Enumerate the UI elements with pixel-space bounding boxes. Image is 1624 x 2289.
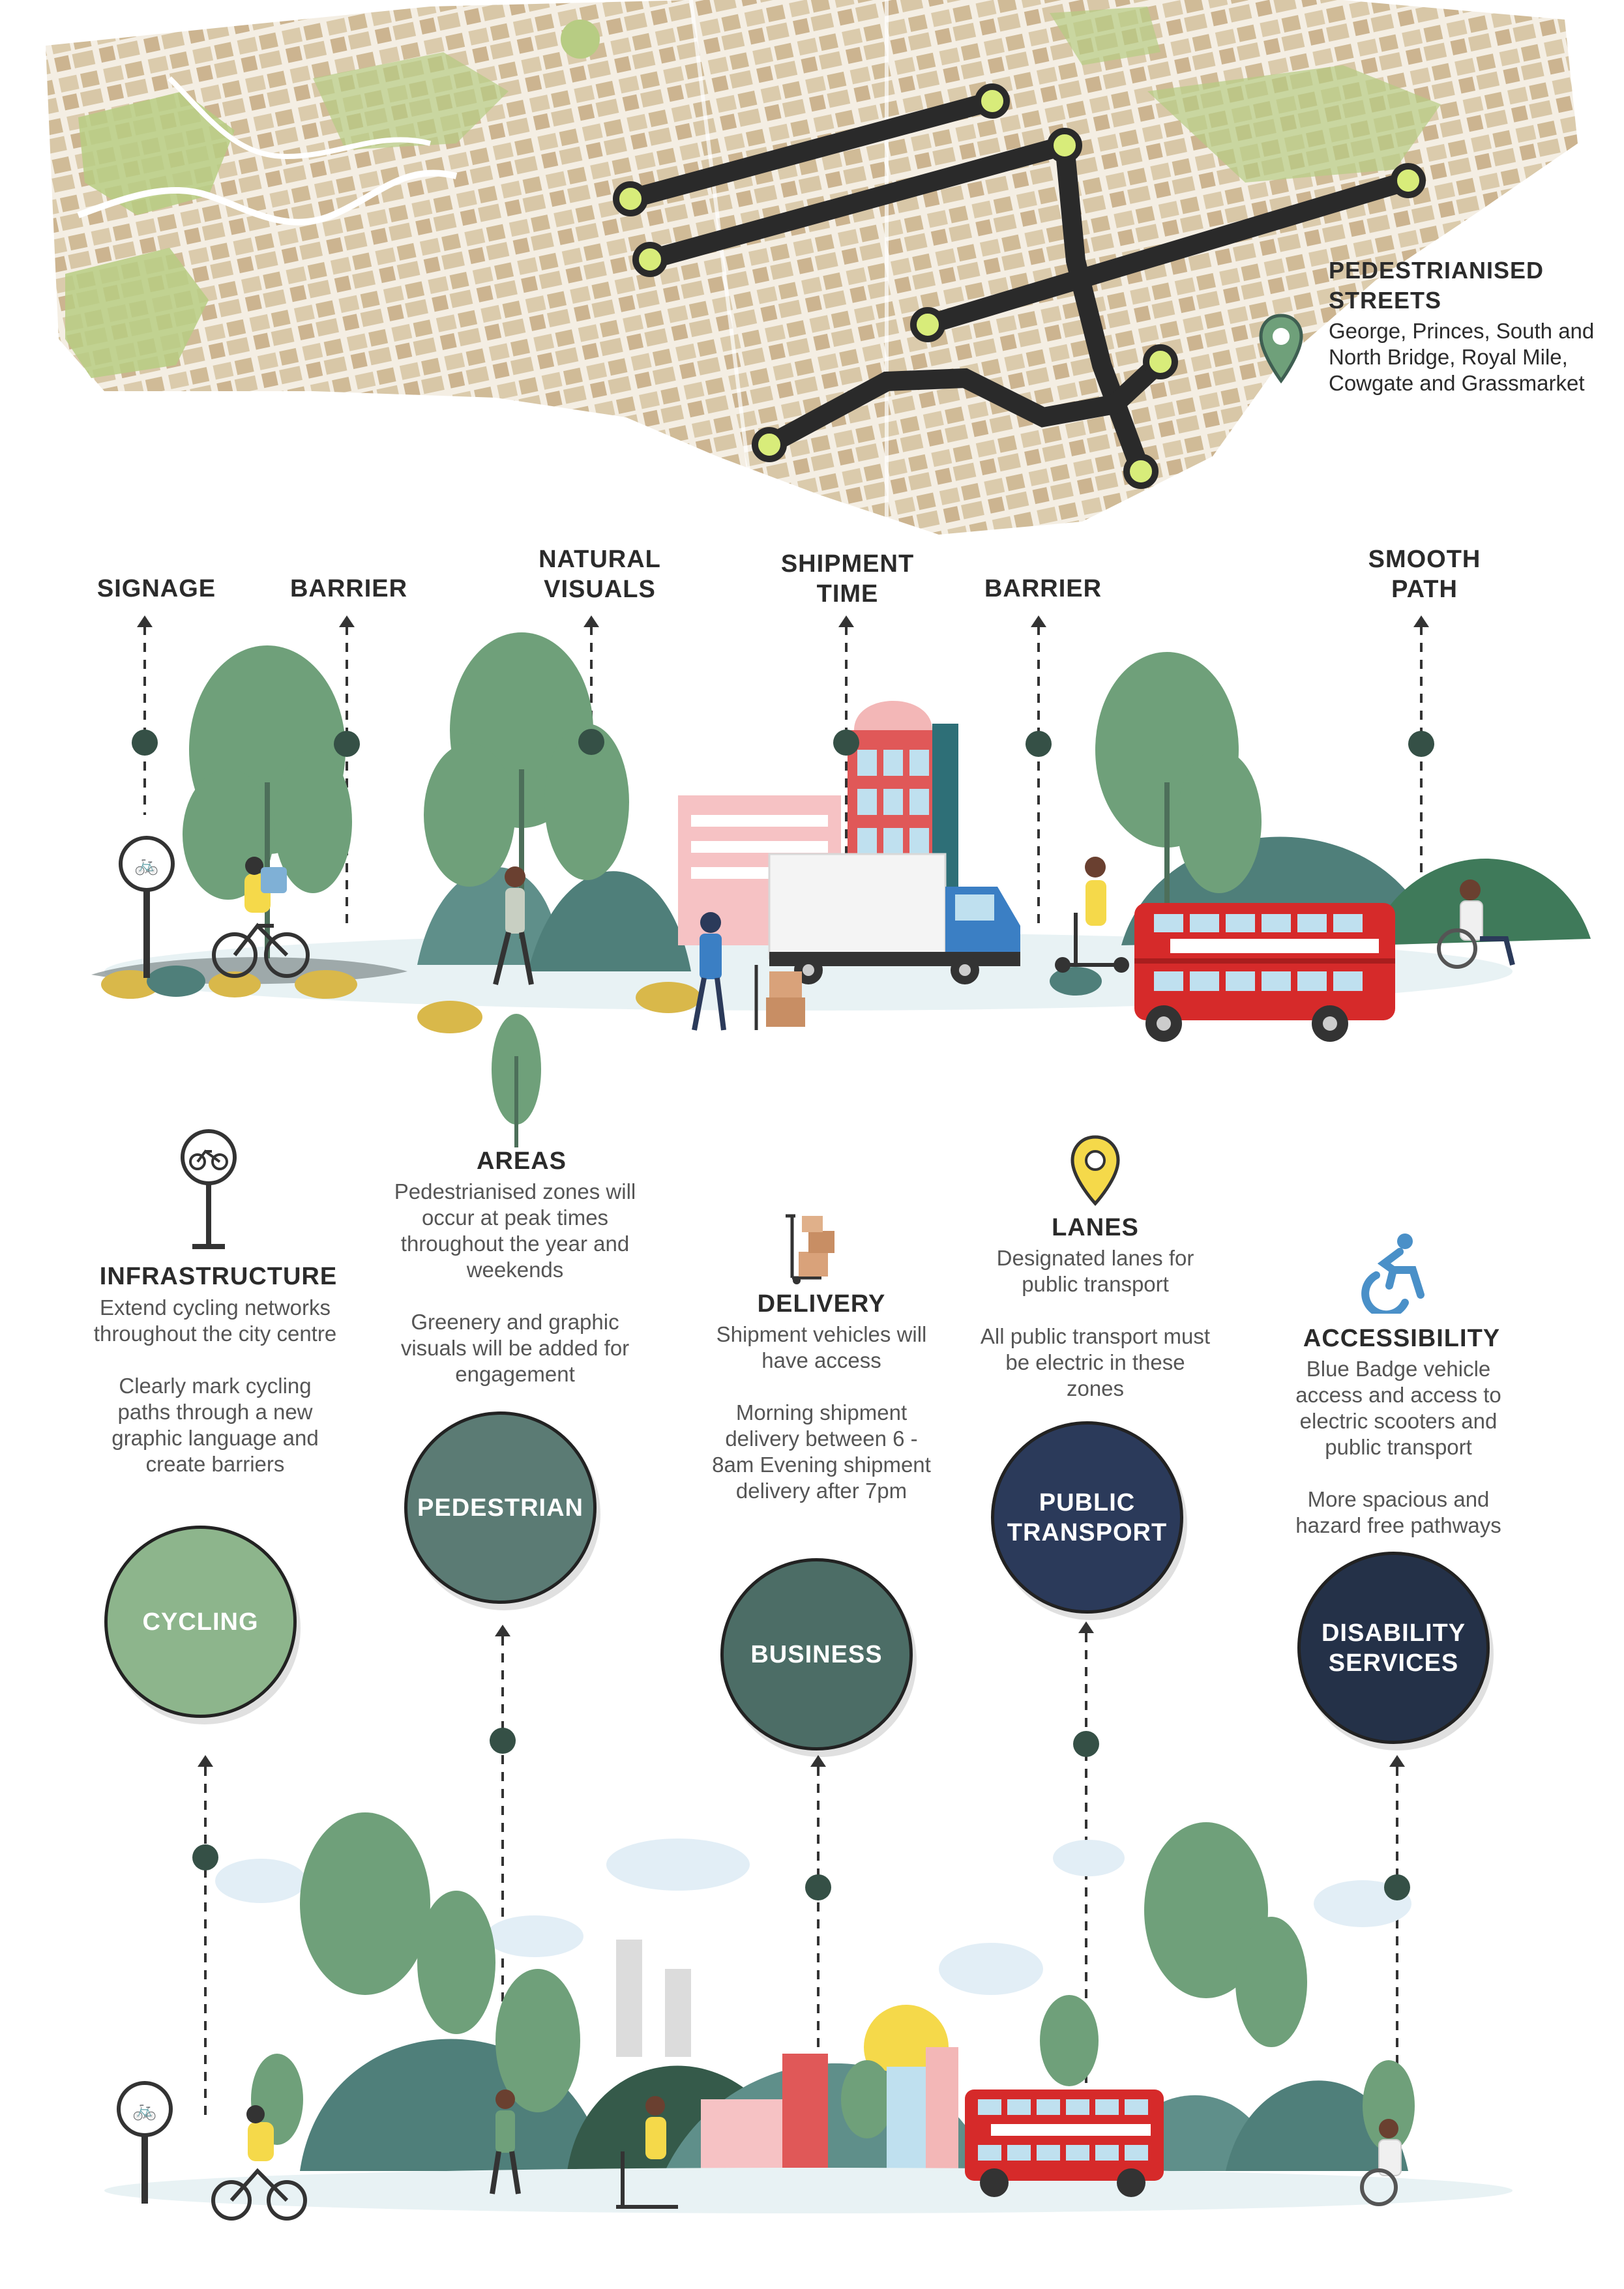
map-pin-icon: [1258, 313, 1304, 385]
label-barrier-1: BARRIER: [289, 575, 408, 602]
business-circle-label: BUSINESS: [750, 1640, 883, 1668]
delivery-text-2: Morning shipment delivery between 6 - 8a…: [712, 1400, 931, 1503]
top-dots: [132, 729, 1434, 757]
legend-title: PEDESTRIANISED STREETS: [1329, 256, 1544, 316]
infrastructure-text-1: Extend cycling networks throughout the c…: [93, 1295, 337, 1346]
public-transport-line1: PUBLIC: [1039, 1488, 1136, 1516]
legend-text: George, Princes, South and North Bridge,…: [1329, 319, 1595, 395]
label-smooth-path: SMOOTH PATH: [1350, 544, 1499, 604]
delivery-truck: [768, 853, 1020, 984]
cycling-circle-label: CYCLING: [142, 1608, 259, 1636]
wheelchair-user: [1437, 879, 1515, 969]
areas-text-2: Greenery and graphic visuals will be add…: [400, 1310, 630, 1386]
areas-text: Pedestrianised zones will occur at peak …: [391, 1179, 639, 1413]
legend-title-line2: STREETS: [1329, 287, 1442, 314]
label-signage: SIGNAGE: [96, 575, 216, 602]
areas-text-1: Pedestrianised zones will occur at peak …: [394, 1179, 636, 1282]
public-transport-line2: TRANSPORT: [1007, 1518, 1168, 1546]
disability-services-line1: DISABILITY: [1321, 1619, 1466, 1647]
bottom-wheelchair-user: [1360, 2119, 1402, 2206]
route-nodes: [613, 83, 1426, 489]
disability-services-line2: SERVICES: [1328, 1649, 1459, 1677]
city-map: [39, 0, 1597, 535]
delivery-text-1: Shipment vehicles will have access: [716, 1322, 927, 1372]
accessibility-text: Blue Badge vehicle access and access to …: [1275, 1356, 1522, 1565]
accessibility-title: ACCESSIBILITY: [1303, 1325, 1501, 1352]
areas-tree: [492, 1014, 541, 1147]
double-decker-bus: [1134, 903, 1395, 1042]
label-natural-visuals-line1: NATURAL: [539, 546, 661, 573]
top-arrowheads: [137, 615, 1429, 627]
bottom-pedestrian: [490, 2090, 521, 2194]
label-smooth-path-line2: PATH: [1391, 576, 1458, 603]
bottom-bus: [965, 2090, 1164, 2197]
infrastructure-text-2: Clearly mark cycling paths through a new…: [111, 1374, 319, 1476]
label-shipment-time-line2: TIME: [816, 580, 879, 608]
legend-title-line1: PEDESTRIANISED: [1329, 257, 1544, 284]
hand-truck-boxes-icon: [782, 1213, 848, 1284]
pedestrianised-routes: [621, 91, 1418, 481]
pedestrian-circle-label: PEDESTRIAN: [417, 1494, 583, 1522]
pedestrian-circle[interactable]: PEDESTRIAN: [404, 1411, 597, 1604]
location-pin-icon: [1069, 1134, 1121, 1206]
label-smooth-path-line1: SMOOTH: [1368, 546, 1481, 573]
label-natural-visuals: NATURAL VISUALS: [515, 544, 685, 604]
pedestrian-figure: [493, 866, 534, 985]
bottom-dots: [192, 1728, 1410, 1900]
bottom-cyclist: [211, 2105, 307, 2221]
map-illustration: [46, 0, 1578, 535]
cycling-circle[interactable]: CYCLING: [104, 1526, 297, 1718]
signage-post: 🚲: [119, 836, 175, 978]
public-transport-circle-label: PUBLIC TRANSPORT: [1007, 1488, 1167, 1548]
disability-services-circle[interactable]: DISABILITY SERVICES: [1297, 1552, 1490, 1744]
svg-text:🚲: 🚲: [134, 853, 158, 876]
delivery-worker: [692, 912, 805, 1031]
bicycle-sign-icon: [176, 1128, 241, 1252]
label-shipment-time: SHIPMENT TIME: [763, 549, 932, 609]
delivery-text: Shipment vehicles will have access Morni…: [711, 1322, 932, 1530]
cyclist-figure: [212, 857, 310, 978]
delivery-title: DELIVERY: [757, 1290, 886, 1318]
disability-services-circle-label: DISABILITY SERVICES: [1321, 1618, 1466, 1678]
scooter-rider: [1055, 857, 1129, 973]
lanes-text-1: Designated lanes for public transport: [996, 1246, 1194, 1296]
accessibility-text-2: More spacious and hazard free pathways: [1295, 1487, 1501, 1537]
business-circle[interactable]: BUSINESS: [720, 1558, 913, 1750]
bottom-scooter-rider: [616, 2096, 678, 2209]
svg-text:🚲: 🚲: [132, 2099, 156, 2121]
top-leader-lines: [143, 626, 1423, 926]
lanes-title: LANES: [1052, 1214, 1139, 1241]
bottom-signage-post: 🚲: [117, 2081, 173, 2204]
accessibility-text-1: Blue Badge vehicle access and access to …: [1295, 1357, 1501, 1459]
wheelchair-icon: [1359, 1232, 1431, 1319]
lanes-text-2: All public transport must be electric in…: [980, 1324, 1211, 1400]
areas-title: AREAS: [476, 1147, 567, 1175]
label-shipment-time-line1: SHIPMENT: [780, 550, 915, 578]
infrastructure-title: INFRASTRUCTURE: [99, 1263, 338, 1290]
label-barrier-2: BARRIER: [984, 575, 1102, 602]
label-natural-visuals-line2: VISUALS: [544, 576, 656, 603]
lanes-text: Designated lanes for public transport Al…: [978, 1245, 1213, 1428]
public-transport-circle[interactable]: PUBLIC TRANSPORT: [991, 1421, 1183, 1614]
infrastructure-text: Extend cycling networks throughout the c…: [91, 1295, 339, 1503]
